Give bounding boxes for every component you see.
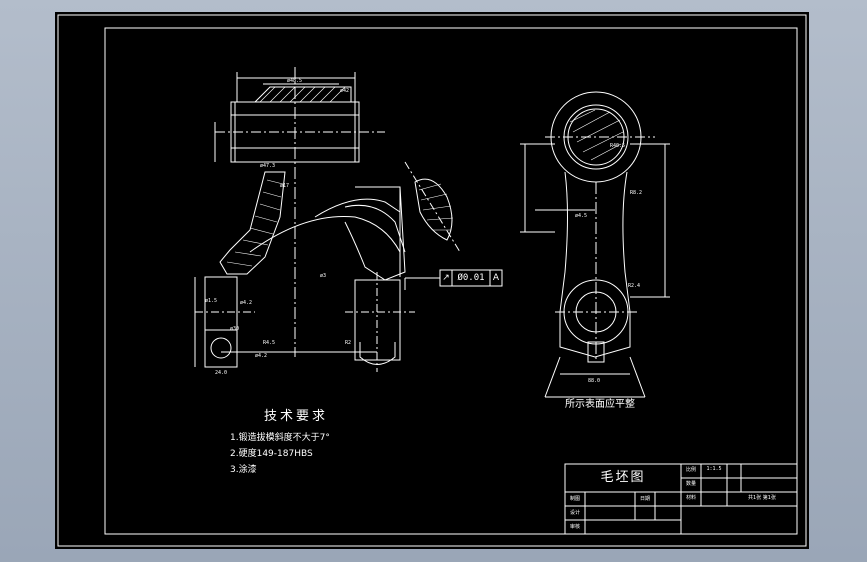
svg-text:ø30: ø30 [230, 326, 239, 332]
title-block-name: 毛坯图 [600, 470, 646, 485]
svg-text:ø4.5: ø4.5 [575, 213, 587, 219]
scale-value: 1:1.5 [706, 466, 722, 472]
inner-frame [104, 27, 798, 535]
tech-requirement-item: 3.涂漆 [230, 465, 257, 475]
svg-text:ø4.2: ø4.2 [255, 353, 267, 359]
outer-frame [57, 14, 807, 547]
svg-text:R2.4: R2.4 [628, 283, 640, 289]
svg-text:ø48.5: ø48.5 [287, 78, 302, 84]
tolerance-datum: A [492, 273, 500, 283]
svg-text:R2: R2 [345, 340, 351, 346]
tech-requirements-title: 技术要求 [264, 409, 329, 424]
svg-text:R40.5: R40.5 [610, 143, 625, 149]
svg-text:ø42: ø42 [340, 88, 349, 94]
tech-requirement-item: 1.锻造拔模斜度不大于7° [230, 433, 330, 443]
sheet-info: 共1张 第1张 [748, 495, 776, 501]
tolerance-symbol: ↗ [442, 273, 450, 283]
label-scale: 比例 [685, 467, 696, 473]
svg-text:ø3: ø3 [320, 273, 326, 279]
tech-requirement-item: 2.硬度149-187HBS [230, 449, 313, 459]
tech-requirements-list: 1.锻造拔模斜度不大于7° 2.硬度149-187HBS 3.涂漆 [230, 430, 330, 478]
label-drawn: 制图 [569, 496, 580, 502]
svg-text:ø47.3: ø47.3 [260, 163, 275, 169]
title-block-lines [564, 463, 798, 535]
label-designed: 设计 [569, 510, 580, 516]
label-date: 日期 [639, 496, 650, 502]
side-view: R40.5 ø4.5 R8.2 88.0 R2.4 [520, 91, 670, 398]
tolerance-value: Ø0.01 [457, 273, 485, 283]
svg-text:ø4.2: ø4.2 [240, 300, 252, 306]
svg-text:88.0: 88.0 [588, 378, 600, 384]
svg-text:R4.5: R4.5 [263, 340, 275, 346]
svg-text:R8.2: R8.2 [630, 190, 642, 196]
label-qty: 数量 [685, 481, 696, 487]
tolerance-frame [404, 269, 503, 290]
svg-text:ø1.5: ø1.5 [205, 298, 217, 304]
svg-text:ø17: ø17 [280, 183, 289, 189]
label-reviewed: 审核 [569, 524, 580, 530]
side-view-caption: 所示表面应平整 [565, 399, 635, 410]
svg-text:24.0: 24.0 [215, 370, 227, 376]
label-material: 材料 [685, 495, 696, 501]
